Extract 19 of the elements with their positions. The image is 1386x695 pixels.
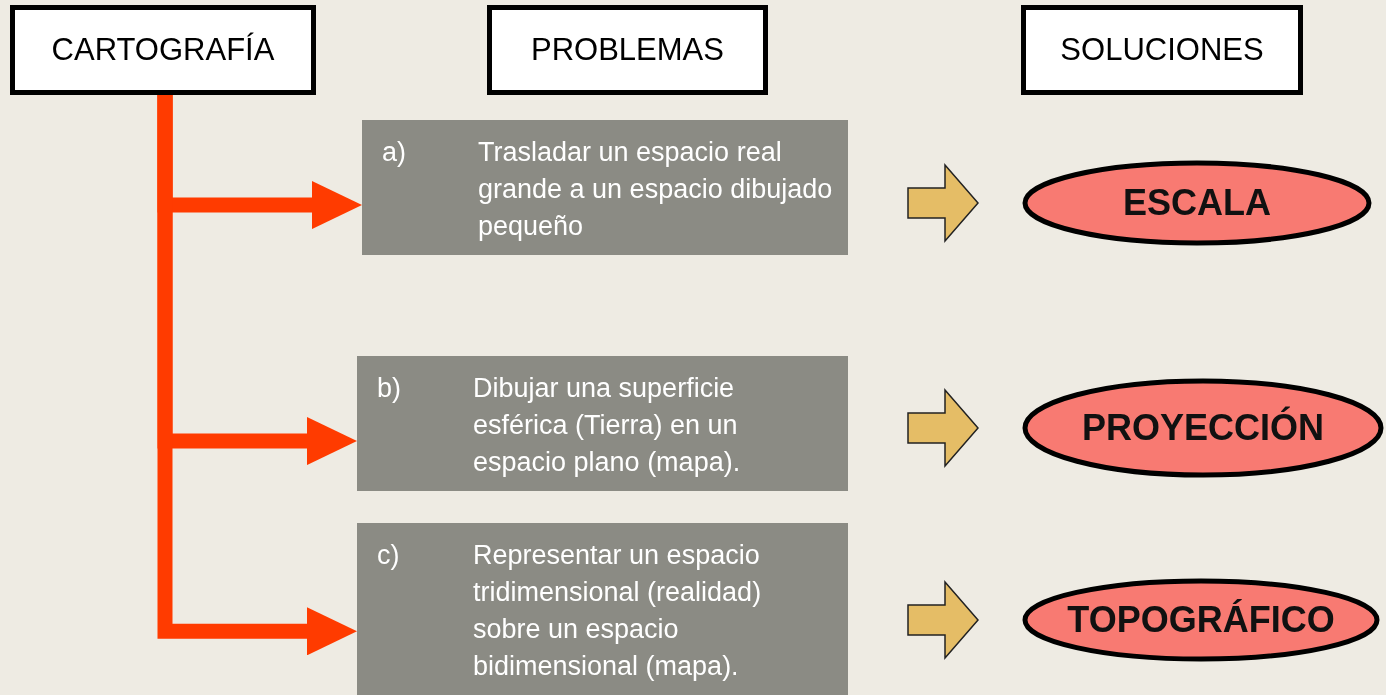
item-letter: a) (382, 136, 407, 169)
problem-box (357, 356, 848, 491)
block-arrow (907, 163, 979, 243)
title-box: SOLUCIONES (1021, 5, 1303, 95)
problem-box (362, 120, 848, 255)
title-box: PROBLEMAS (487, 5, 768, 95)
arrow (157, 95, 357, 656)
solution-label: TOPOGRÁFICO (1067, 599, 1335, 641)
item-letter: b) (377, 372, 402, 405)
block-arrow (907, 388, 979, 468)
problem-text: Dibujar una superficie esférica (Tierra) en un espacio plano (mapa). (473, 372, 742, 479)
problem-text: Trasladar un espacio real grande a un espacio dibujado pequeño (478, 136, 834, 243)
solution-label: PROYECCIÓN (1081, 407, 1324, 449)
solution-label: ESCALA (1123, 182, 1271, 224)
block-arrow (907, 580, 979, 660)
item-letter: c) (377, 539, 401, 572)
title-box: CARTOGRAFÍA (10, 5, 316, 95)
problem-box (357, 523, 848, 695)
problem-text: Representar un espacio tridimensional (realidad) sobre un espacio bidimensional (mapa). (473, 539, 763, 683)
